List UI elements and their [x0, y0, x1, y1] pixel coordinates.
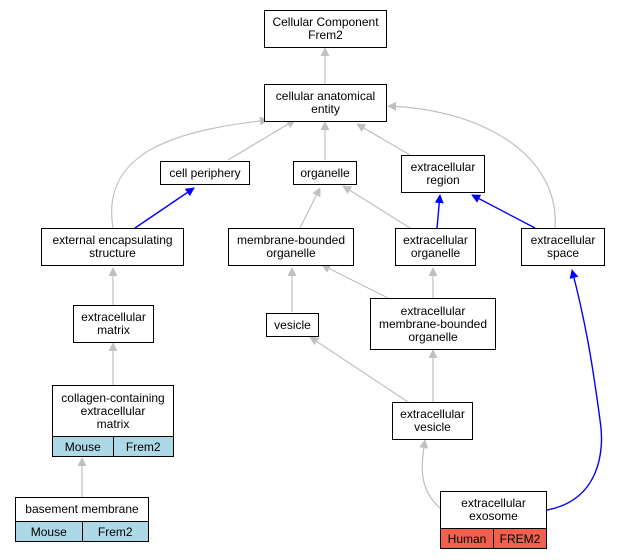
- edge-exosome-ecvesicle: [419, 439, 441, 509]
- edge-ecvesicle-vesicle: [309, 336, 409, 403]
- gene-cell: Frem2: [81, 522, 149, 541]
- edge-extencap-cellperiphery: [134, 187, 195, 229]
- edge-ecmembound-membound: [321, 264, 389, 299]
- edge-ecspace-ecregion: [471, 194, 536, 229]
- edge-extencap-cae: [111, 116, 269, 229]
- species-cell: Mouse: [64, 439, 101, 454]
- edge-ecregion-cae: [356, 123, 411, 156]
- node-organelle[interactable]: organelle: [293, 161, 357, 185]
- edge-ecorganelle-ecregion: [434, 194, 444, 229]
- edge-membound-organelle: [299, 187, 321, 229]
- node-cell-periphery[interactable]: cell periphery: [160, 161, 250, 185]
- annotation-row: Mouse Frem2: [16, 521, 148, 541]
- species-cell: Human: [447, 531, 487, 546]
- node-basement-membrane[interactable]: basement membrane Mouse Frem2: [15, 497, 149, 542]
- edge-ecspace-cae: [387, 101, 556, 229]
- annotation-row: Human FREM2: [441, 528, 546, 548]
- edge-exosome-ecspace: [546, 269, 603, 511]
- edge-cellperiphery-cae: [227, 119, 296, 161]
- annotation-row: Mouse Frem2: [53, 436, 173, 456]
- species-cell: Mouse: [30, 524, 67, 539]
- node-vesicle[interactable]: vesicle: [266, 313, 319, 337]
- gene-cell: FREM2: [493, 529, 546, 548]
- edge-ecorganelle-organelle: [342, 185, 411, 229]
- gene-cell: Frem2: [112, 437, 174, 456]
